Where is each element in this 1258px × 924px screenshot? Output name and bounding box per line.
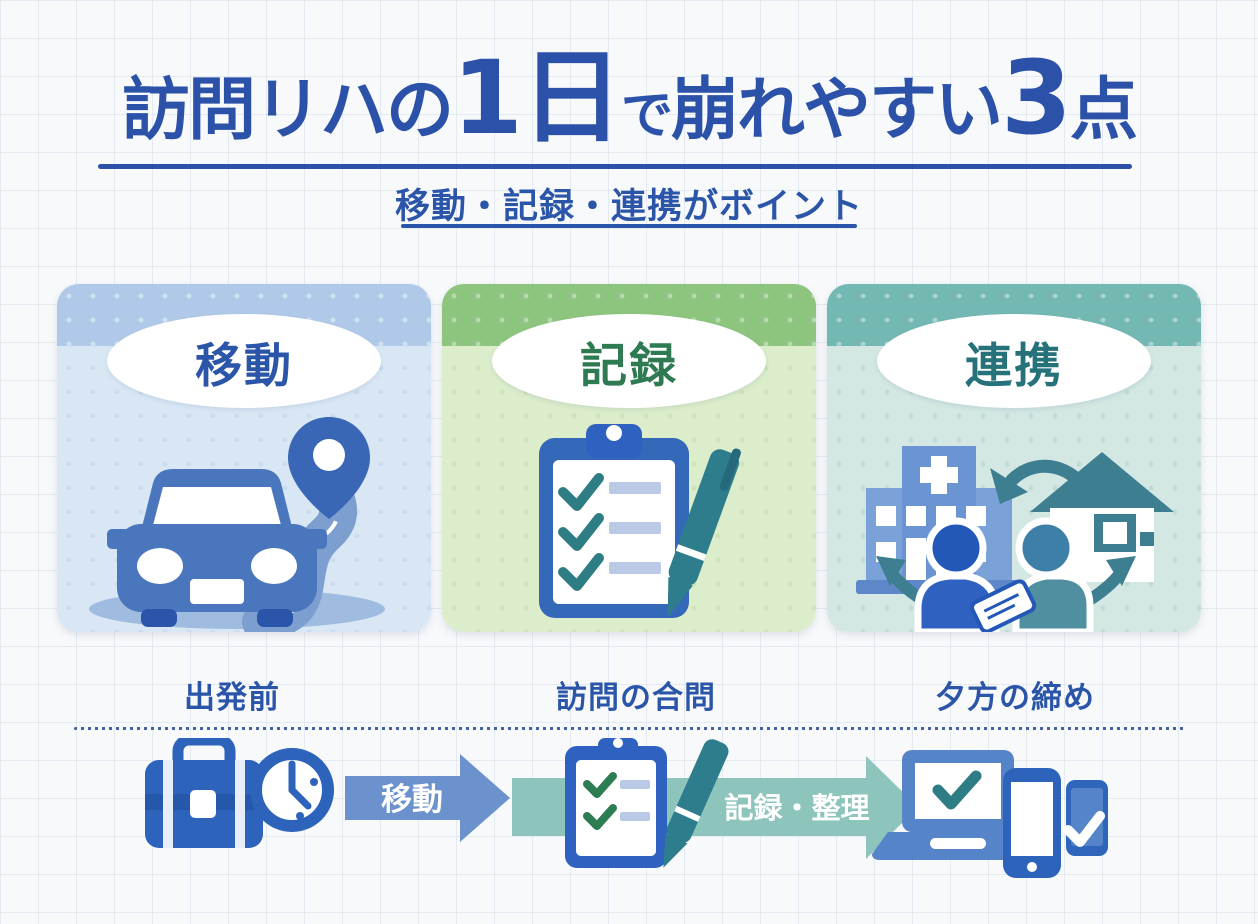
card-label-pill: 記録 (492, 314, 766, 408)
subtitle-underline (401, 224, 857, 228)
phase-label-between-visits: 訪問の合問 (556, 680, 716, 716)
phone-icon (1063, 780, 1108, 856)
page-subtitle: 移動・記録・連携がボイント (394, 187, 863, 227)
card-label: 連携 (965, 338, 1063, 394)
title-segment-emphasis: 3 (1001, 39, 1072, 158)
briefcase-icon (145, 738, 263, 848)
timeline-dotted-divider (74, 727, 1184, 730)
card-kiroku: 記録 (442, 284, 816, 632)
card-label: 移動 (195, 338, 293, 394)
tablet-icon (1003, 768, 1061, 878)
title-segment: 崩れやすい (671, 71, 1003, 150)
hospital-home-handshake-icon (856, 446, 1174, 632)
timeline-flow: 移動 記録・整理 (145, 738, 1108, 878)
title-segment-emphasis: 1日 (452, 39, 623, 158)
title-segment: 訪問リハの (121, 71, 454, 150)
card-renkei: 連携 (827, 284, 1201, 632)
car-route-map-pin-icon (89, 417, 385, 632)
card-label-pill: 連携 (877, 314, 1151, 408)
title-segment: 点 (1070, 71, 1138, 150)
card-label: 記録 (580, 338, 678, 394)
card-idou: 移動 (57, 284, 431, 632)
clipboard-pen-icon (565, 738, 729, 868)
arrow-idou: 移動 (345, 754, 510, 842)
clipboard-checklist-pen-icon (539, 424, 741, 618)
title-underline (98, 164, 1132, 169)
phase-label-departure: 出発前 (184, 680, 280, 716)
arrow-label: 移動 (381, 782, 443, 818)
clock-icon (250, 748, 334, 832)
page-title: 訪問リハの 1日 で 崩れやすい 3 点 (0, 48, 1258, 153)
key-points-row: 移動 (57, 284, 1201, 632)
arrow-label: 記録・整理 (724, 791, 869, 825)
phase-label-evening: 夕方の締め (935, 680, 1095, 716)
laptop-icon (872, 750, 1045, 860)
card-label-pill: 移動 (107, 314, 381, 408)
title-segment: で (620, 86, 673, 146)
